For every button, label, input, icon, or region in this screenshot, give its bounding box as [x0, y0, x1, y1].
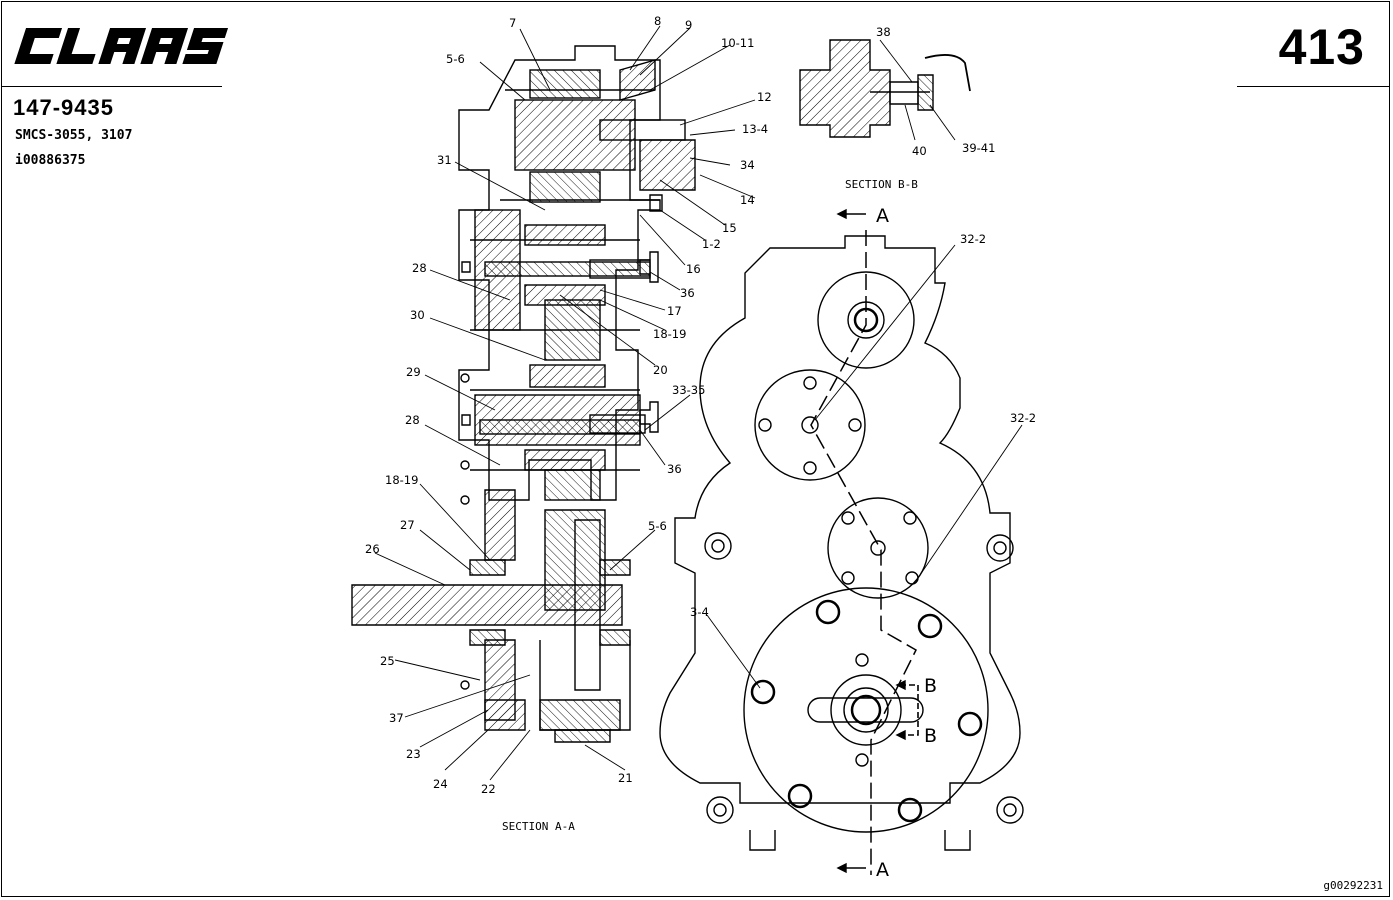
figure-id: g00292231 [1323, 879, 1383, 892]
callout-1-2: 1-2 [702, 237, 721, 251]
callout-5-6-bot: 5-6 [648, 519, 667, 533]
illustration-id: i00886375 [15, 153, 86, 168]
callout-28-top: 28 [412, 261, 427, 275]
front-view-leaders [706, 244, 1023, 689]
callout-37: 37 [389, 711, 404, 725]
callout-10-11: 10-11 [721, 36, 754, 50]
callout-31: 31 [437, 153, 452, 167]
callout-9: 9 [685, 18, 692, 32]
callout-26: 26 [365, 542, 380, 556]
page-number: 413 [1278, 19, 1365, 75]
callout-28-mid: 28 [405, 413, 420, 427]
callout-34: 34 [740, 158, 755, 172]
header-rule-right [1237, 86, 1389, 87]
callout-33-35: 33-35 [672, 383, 705, 397]
callout-14: 14 [740, 193, 755, 207]
callout-38: 38 [876, 25, 891, 39]
callout-30: 30 [410, 308, 425, 322]
callout-36-mid: 36 [667, 462, 682, 476]
callout-25: 25 [380, 654, 395, 668]
callout-20: 20 [653, 363, 668, 377]
section-bb-drawing [799, 39, 971, 141]
callout-12: 12 [757, 90, 772, 104]
callout-labels: 7 8 9 10-11 5-6 12 13-4 34 31 14 15 1-2 … [365, 14, 1036, 881]
callout-40: 40 [912, 144, 927, 158]
section-aa-leaders [374, 25, 756, 781]
smcs-code: SMCS-3055, 3107 [15, 128, 133, 143]
callout-27: 27 [400, 518, 415, 532]
callout-18-19-bot: 18-19 [385, 473, 418, 487]
callout-16: 16 [686, 262, 701, 276]
callout-5-6-top: 5-6 [446, 52, 465, 66]
callout-3-4: 3-4 [690, 605, 709, 619]
callout-23: 23 [406, 747, 421, 761]
section-bb-label: SECTION B-B [845, 178, 918, 191]
callout-7: 7 [509, 16, 516, 30]
callout-29: 29 [406, 365, 421, 379]
section-aa-drawing [351, 45, 696, 743]
section-marker-b-top: B [924, 675, 937, 697]
callout-39-41: 39-41 [962, 141, 995, 155]
callout-24: 24 [433, 777, 448, 791]
callout-8: 8 [654, 14, 661, 28]
section-marker-a-top: A [876, 205, 889, 227]
callout-36-top: 36 [680, 286, 695, 300]
callout-18-19-top: 18-19 [653, 327, 686, 341]
section-marker-a-bottom: A [876, 859, 889, 881]
callout-22: 22 [481, 782, 496, 796]
callout-32-2-top: 32-2 [960, 232, 986, 246]
front-view-drawing [659, 208, 1024, 875]
part-number: 147-9435 [13, 95, 114, 120]
claas-logo [14, 28, 229, 64]
callout-17: 17 [667, 304, 682, 318]
callout-13-4: 13-4 [742, 122, 768, 136]
section-aa-label: SECTION A-A [502, 820, 575, 833]
callout-32-2-bot: 32-2 [1010, 411, 1036, 425]
section-marker-b-bottom: B [924, 725, 937, 747]
callout-21: 21 [618, 771, 633, 785]
callout-15: 15 [722, 221, 737, 235]
header-rule-left [2, 86, 222, 87]
